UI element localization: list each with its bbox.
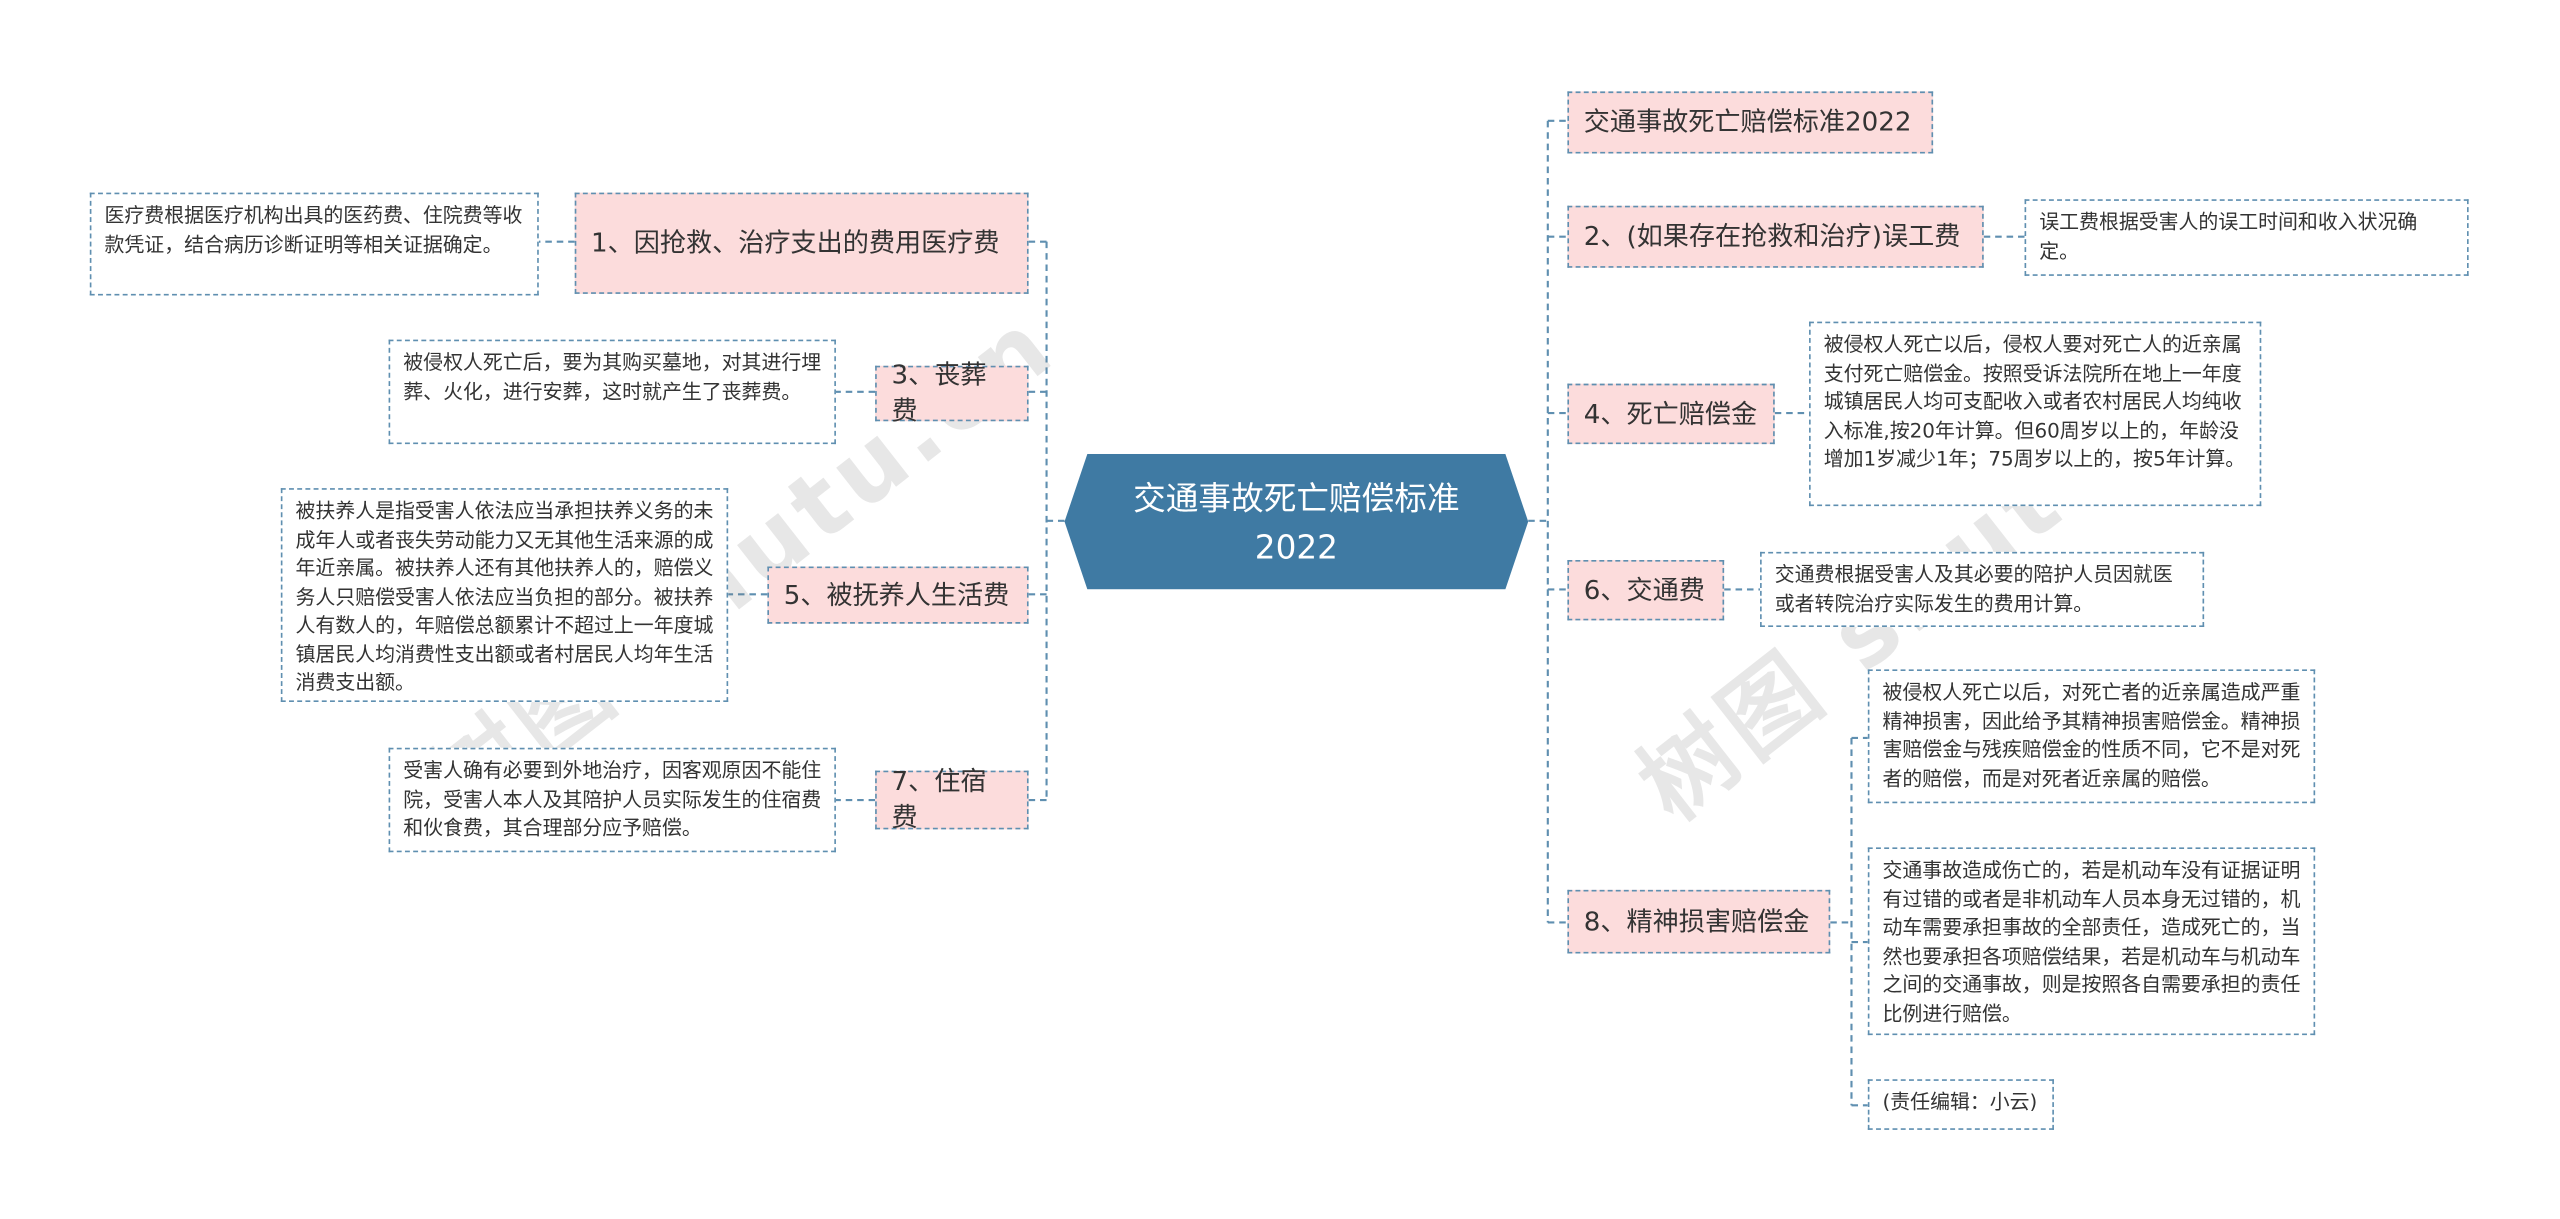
topic-label: 7、住宿费: [891, 765, 987, 833]
topic-mental-damage-compensation[interactable]: 8、精神损害赔偿金: [1567, 889, 1831, 954]
root-topic[interactable]: 交通事故死亡赔偿标准2022: [1065, 454, 1529, 590]
topic-lost-wages[interactable]: 2、(如果存在抢救和治疗)误工费: [1567, 205, 1984, 268]
note-funeral-expenses: 被侵权人死亡后，要为其购买墓地，对其进行埋葬、火化，进行安葬，这时就产生了丧葬费…: [388, 339, 836, 445]
note-medical-expenses: 医疗费根据医疗机构出具的医药费、住院费等收款凭证，结合病历诊断证明等相关证据确定…: [89, 192, 539, 296]
note-text: 被侵权人死亡以后，侵权人要对死亡人的近亲属支付死亡赔偿金。按照受诉法院所在地上一…: [1823, 333, 2246, 471]
topic-label: 1、因抢救、治疗支出的费用医疗费: [591, 226, 1000, 258]
topic-standard-title[interactable]: 交通事故死亡赔偿标准2022: [1567, 91, 1934, 154]
topic-label: 2、(如果存在抢救和治疗)误工费: [1583, 220, 1961, 252]
note-dependent-living-expenses: 被扶养人是指受害人依法应当承担扶养义务的未成年人或者丧失劳动能力又无其他生活来源…: [280, 488, 729, 703]
topic-label: 6、交通费: [1583, 573, 1705, 605]
note-lost-wages: 误工费根据受害人的误工时间和收入状况确定。: [2024, 199, 2469, 276]
note-accommodation-expenses: 受害人确有必要到外地治疗，因客观原因不能住院，受害人本人及其陪护人员实际发生的住…: [388, 747, 836, 853]
topic-accommodation-expenses[interactable]: 7、住宿费: [875, 766, 1029, 833]
note-transportation-expenses: 交通费根据受害人及其必要的陪护人员因就医或者转院治疗实际发生的费用计算。: [1760, 551, 2205, 627]
note-text: 受害人确有必要到外地治疗，因客观原因不能住院，受害人本人及其陪护人员实际发生的住…: [403, 759, 822, 840]
root-topic-label: 交通事故死亡赔偿标准2022: [1133, 477, 1460, 566]
note-text: (责任编辑：小云): [1882, 1090, 2038, 1114]
note-text: 被扶养人是指受害人依法应当承担扶养义务的未成年人或者丧失劳动能力又无其他生活来源…: [295, 499, 714, 694]
topic-label: 4、死亡赔偿金: [1583, 397, 1758, 429]
note-text: 交通费根据受害人及其必要的陪护人员因就医或者转院治疗实际发生的费用计算。: [1774, 563, 2173, 615]
note-mental-damage-1: 被侵权人死亡以后，对死亡者的近亲属造成严重精神损害，因此给予其精神损害赔偿金。精…: [1867, 669, 2316, 804]
note-text: 被侵权人死亡后，要为其购买墓地，对其进行埋葬、火化，进行安葬，这时就产生了丧葬费…: [403, 351, 822, 403]
topic-funeral-expenses[interactable]: 3、丧葬费: [875, 359, 1029, 426]
note-text: 交通事故造成伤亡的，若是机动车没有证据证明有过错的或者是非机动车人员本身无过错的…: [1882, 858, 2301, 1025]
topic-death-compensation[interactable]: 4、死亡赔偿金: [1567, 383, 1775, 445]
topic-medical-expenses[interactable]: 1、因抢救、治疗支出的费用医疗费: [574, 192, 1029, 294]
topic-label: 交通事故死亡赔偿标准2022: [1583, 106, 1912, 138]
note-death-compensation: 被侵权人死亡以后，侵权人要对死亡人的近亲属支付死亡赔偿金。按照受诉法院所在地上一…: [1809, 321, 2262, 507]
topic-label: 3、丧葬费: [891, 359, 987, 427]
note-text: 误工费根据受害人的误工时间和收入状况确定。: [2039, 210, 2418, 263]
note-editor: (责任编辑：小云): [1867, 1079, 2054, 1130]
note-mental-damage-2: 交通事故造成伤亡的，若是机动车没有证据证明有过错的或者是非机动车人员本身无过错的…: [1867, 847, 2316, 1036]
topic-label: 8、精神损害赔偿金: [1583, 905, 1810, 937]
topic-label: 5、被抚养人生活费: [783, 578, 1010, 610]
note-text: 医疗费根据医疗机构出具的医药费、住院费等收款凭证，结合病历诊断证明等相关证据确定…: [104, 204, 523, 256]
topic-dependent-living-expenses[interactable]: 5、被抚养人生活费: [767, 566, 1029, 624]
note-text: 被侵权人死亡以后，对死亡者的近亲属造成严重精神损害，因此给予其精神损害赔偿金。精…: [1882, 680, 2301, 790]
topic-transportation-expenses[interactable]: 6、交通费: [1567, 560, 1725, 621]
